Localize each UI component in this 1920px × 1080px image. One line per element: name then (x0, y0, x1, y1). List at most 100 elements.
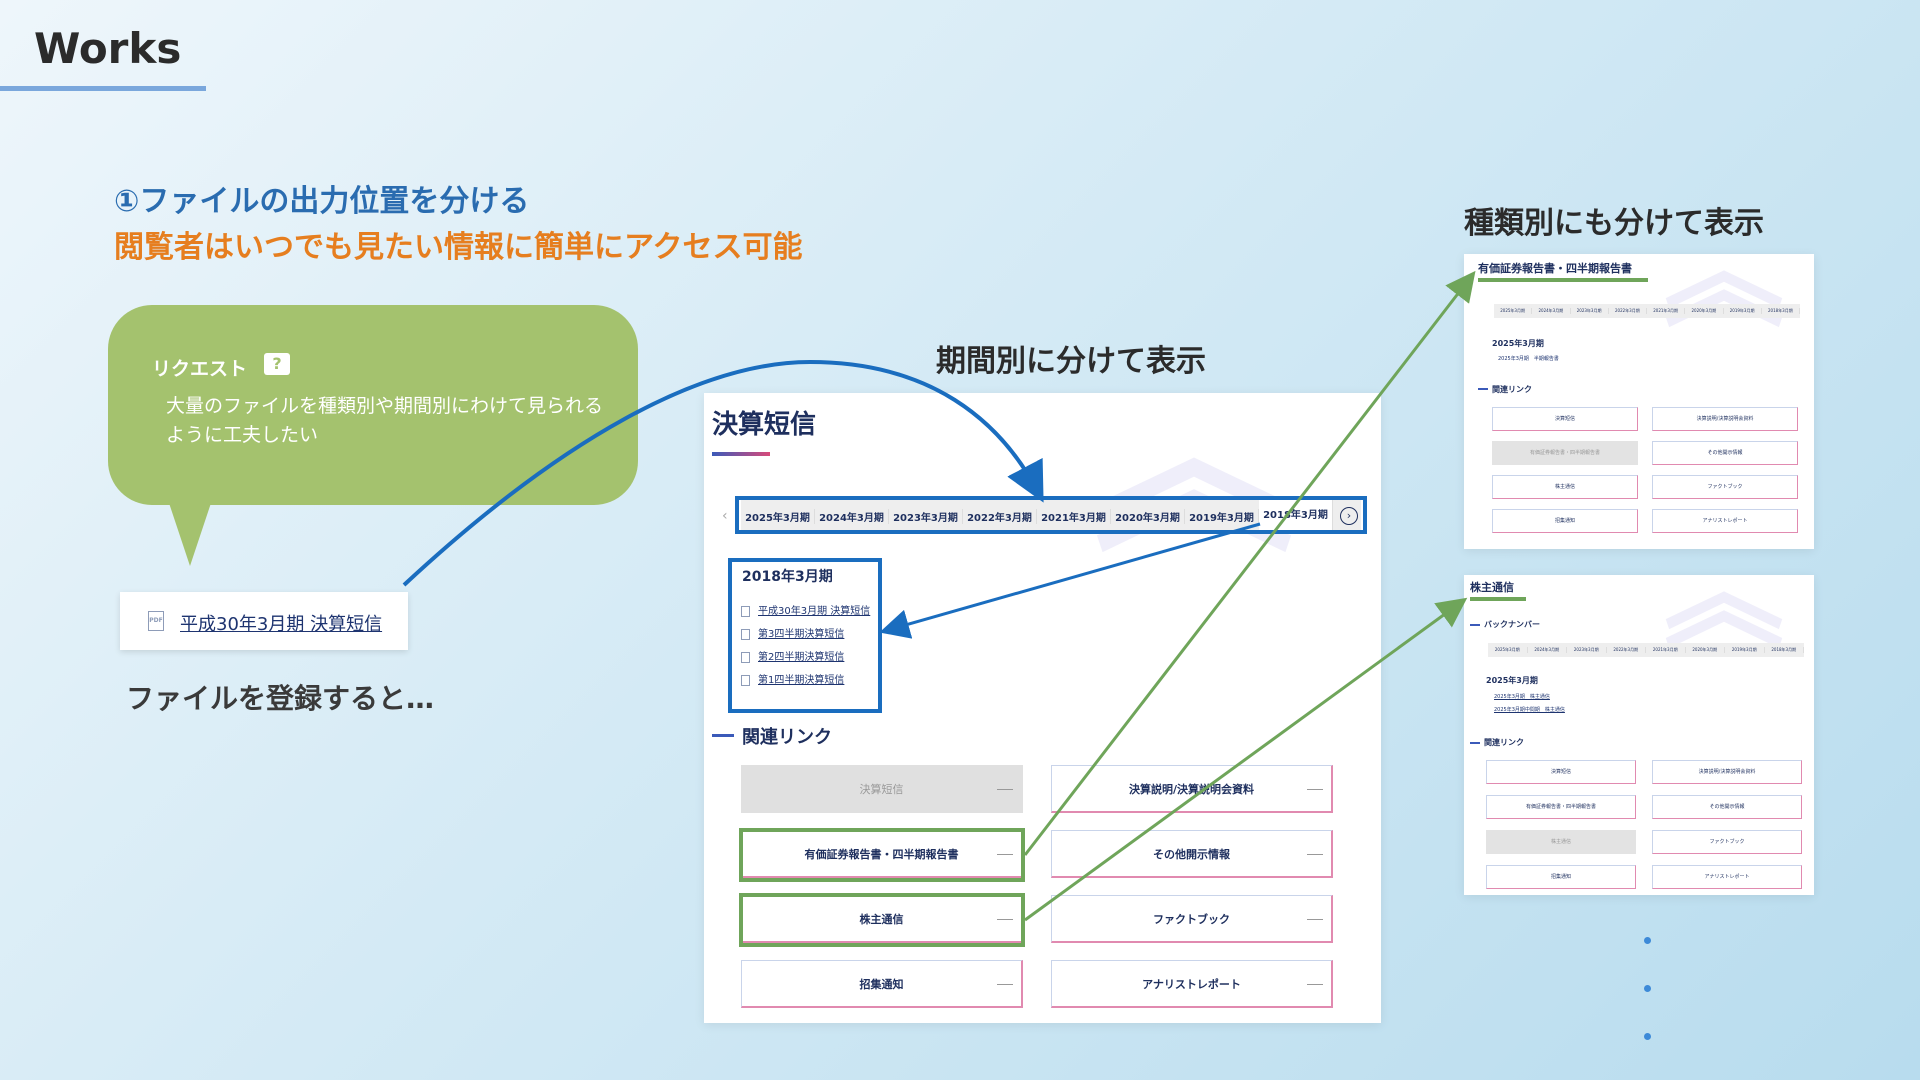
yuho-title-underline (1478, 278, 1648, 282)
related-button-shoshu[interactable]: 招集通知 (741, 960, 1023, 1008)
tab-2021[interactable]: 2021年3月期 (1037, 508, 1111, 524)
button-label: アナリストレポート (1142, 977, 1241, 991)
green-arrow-yuho (1023, 270, 1476, 856)
tab-2020[interactable]: 2020年3月期 (1111, 508, 1185, 524)
tab-2023[interactable]: 2023年3月期 (889, 508, 963, 524)
sm-tab[interactable]: 2020年3月期 (1685, 308, 1724, 314)
sm-tab[interactable]: 2020年3月期 (1686, 647, 1725, 653)
blue-arrow-tab-to-period (879, 522, 1261, 639)
yuho-highlight (739, 828, 1025, 882)
tab-2019[interactable]: 2019年3月期 (1185, 508, 1259, 524)
sm-related-button[interactable]: 決算説明/決算説明会資料 (1652, 760, 1802, 784)
question-comment-icon: ? (264, 353, 290, 375)
period-item-label: 平成30年3月期 決算短信 (758, 606, 871, 617)
kabunushi-highlight (739, 893, 1025, 947)
period-item-label: 第1四半期決算短信 (758, 675, 845, 686)
tab-2024[interactable]: 2024年3月期 (815, 508, 889, 524)
button-label: 招集通知 (859, 977, 904, 991)
sm-tab[interactable]: 2023年3月期 (1571, 308, 1609, 314)
period-item[interactable]: 第1四半期決算短信 (741, 671, 844, 686)
related-button-kessan[interactable]: 決算短信 (741, 765, 1023, 813)
tab-2025[interactable]: 2025年3月期 (741, 508, 815, 524)
yuho-panel: ︽ 有価証券報告書・四半期報告書 2025年3月期 2024年3月期 2023年… (1464, 254, 1814, 549)
decorative-dot (1644, 937, 1651, 944)
sm-tab[interactable]: 2022年3月期 (1607, 647, 1646, 653)
register-caption: ファイルを登録すると… (126, 682, 435, 715)
kabunushi-title: 株主通信 (1470, 581, 1514, 594)
decorative-dot (1644, 1033, 1651, 1040)
kabunushi-related-title: 関連リンク (1484, 738, 1524, 747)
sm-related-button[interactable]: ファクトブック (1652, 830, 1802, 854)
yuho-period-title: 2025年3月期 (1492, 339, 1544, 348)
related-button-factbook[interactable]: ファクトブック (1051, 895, 1333, 943)
sm-tab[interactable]: 2022年3月期 (1609, 308, 1647, 314)
headline-orange: 閲覧者はいつでも見たい情報に簡単にアクセス可能 (114, 230, 803, 265)
type-label: 種類別にも分けて表示 (1464, 206, 1764, 241)
sm-related-button[interactable]: 招集通知 (1492, 509, 1638, 533)
kabunushi-period-title: 2025年3月期 (1486, 676, 1538, 685)
related-dash (1470, 742, 1480, 744)
related-button-kabunushi[interactable]: 株主通信 (741, 895, 1023, 943)
sm-tab[interactable]: 2021年3月期 (1646, 647, 1686, 653)
related-button-other[interactable]: その他開示情報 (1051, 830, 1333, 878)
sm-tab[interactable]: 2025年3月期 (1488, 647, 1528, 653)
related-dash (1478, 388, 1488, 390)
sm-tab[interactable]: 2021年3月期 (1647, 308, 1686, 314)
dash-icon (997, 984, 1013, 985)
period-item-label: 第2四半期決算短信 (758, 652, 845, 663)
kabunushi-item[interactable]: 2025年3月期中間期 株主通信 (1494, 707, 1565, 713)
sm-related-button[interactable]: 招集通知 (1486, 865, 1636, 889)
sm-related-button[interactable]: その他開示情報 (1652, 795, 1802, 819)
yuho-item[interactable]: 2025年3月期 半期報告書 (1498, 356, 1559, 362)
sm-tab[interactable]: 2019年3月期 (1725, 647, 1765, 653)
yuho-title: 有価証券報告書・四半期報告書 (1478, 262, 1632, 275)
tab-2022[interactable]: 2022年3月期 (963, 508, 1037, 524)
button-label: その他開示情報 (1153, 847, 1230, 861)
sm-related-button[interactable]: 決算説明/決算説明会資料 (1652, 407, 1798, 431)
tab-prev-icon[interactable]: ‹ (722, 508, 728, 524)
related-button-setsumei[interactable]: 決算説明/決算説明会資料 (1051, 765, 1333, 813)
sm-tab[interactable]: 2019年3月期 (1724, 308, 1762, 314)
sm-related-button[interactable]: 決算短信 (1492, 407, 1638, 431)
sm-tab[interactable]: 2023年3月期 (1567, 647, 1607, 653)
tab-next-icon[interactable]: › (1340, 507, 1358, 525)
period-item[interactable]: 第3四半期決算短信 (741, 625, 844, 640)
sm-tab[interactable]: 2025年3月期 (1494, 308, 1533, 314)
related-button-yuho[interactable]: 有価証券報告書・四半期報告書 (741, 830, 1023, 878)
related-title: 関連リンク (742, 727, 832, 748)
backnumber-title: バックナンバー (1484, 620, 1540, 629)
bubble-tail (168, 500, 212, 566)
dash-icon (997, 919, 1013, 920)
file-link[interactable]: 平成30年3月期 決算短信 (180, 614, 383, 635)
button-label: 有価証券報告書・四半期報告書 (804, 847, 959, 861)
dash-icon (1307, 854, 1323, 855)
dash-icon (1307, 984, 1323, 985)
pdf-icon (741, 674, 750, 686)
sm-related-button[interactable]: その他開示情報 (1652, 441, 1798, 465)
sm-related-button[interactable]: アナリストレポート (1652, 509, 1798, 533)
sm-related-button[interactable]: 有価証券報告書・四半期報告書 (1486, 795, 1636, 819)
kabunushi-item[interactable]: 2025年3月期 株主通信 (1494, 694, 1550, 700)
sm-related-button[interactable]: 株主通信 (1492, 475, 1638, 499)
request-bubble (108, 305, 638, 505)
period-item[interactable]: 第2四半期決算短信 (741, 648, 844, 663)
pdf-icon (741, 651, 750, 663)
sm-tab[interactable]: 2024年3月期 (1532, 308, 1571, 314)
request-text: 大量のファイルを種類別や期間別にわけて見られるように工夫したい (166, 395, 604, 446)
sm-tab[interactable]: 2018年3月期 (1762, 308, 1800, 314)
sm-tab[interactable]: 2018年3月期 (1765, 647, 1804, 653)
decorative-chevron-icon: ︽ (1094, 393, 1295, 579)
sm-related-button[interactable]: 株主通信 (1486, 830, 1636, 854)
sm-related-button[interactable]: 有価証券報告書・四半期報告書 (1492, 441, 1638, 465)
sm-tab[interactable]: 2024年3月期 (1528, 647, 1567, 653)
main-panel-title: 決算短信 (712, 410, 817, 440)
file-card (120, 592, 408, 650)
period-item[interactable]: 平成30年3月期 決算短信 (741, 602, 870, 617)
sm-related-button[interactable]: アナリストレポート (1652, 865, 1802, 889)
sm-related-button[interactable]: 決算短信 (1486, 760, 1636, 784)
sm-related-button[interactable]: ファクトブック (1652, 475, 1798, 499)
period-title: 2018年3月期 (742, 569, 833, 585)
backnumber-dash (1470, 624, 1480, 626)
related-button-analyst[interactable]: アナリストレポート (1051, 960, 1333, 1008)
